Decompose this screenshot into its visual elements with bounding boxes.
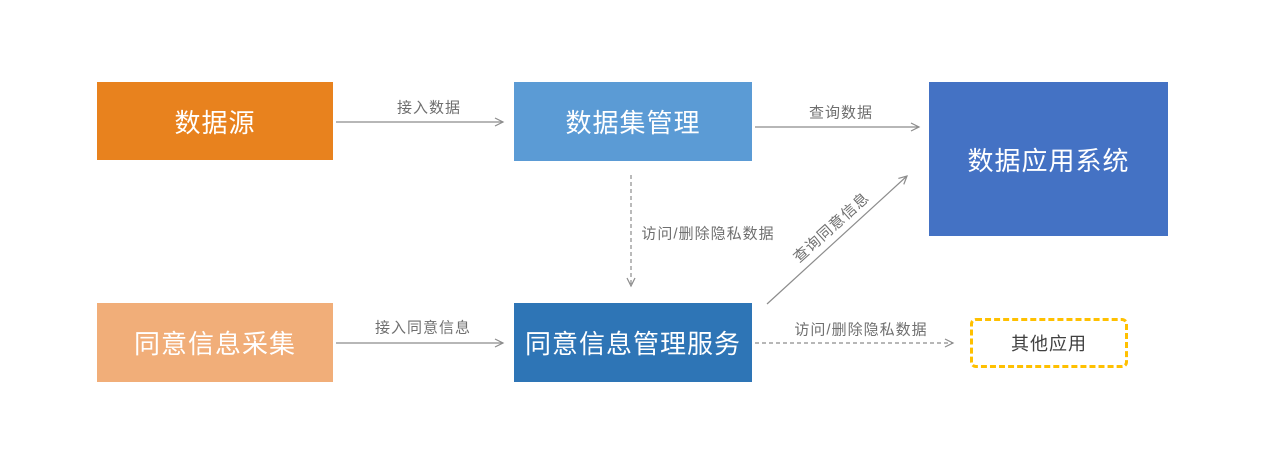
node-consent-info-collection-label: 同意信息采集 (133, 329, 296, 359)
node-other-applications: 其他应用 (970, 318, 1128, 368)
edge-label-query-data: 查询数据 (808, 104, 874, 122)
node-data-source: 数据源 (97, 82, 333, 160)
node-data-source-label: 数据源 (174, 107, 256, 138)
node-consent-info-management-service: 同意信息管理服务 (514, 303, 752, 382)
node-dataset-management: 数据集管理 (514, 82, 752, 161)
edge-label-access-data: 接入数据 (396, 99, 462, 117)
node-dataset-management-label: 数据集管理 (565, 108, 701, 138)
arrow-query-consent (766, 175, 908, 305)
edge-label-access-delete-private-data-right: 访问/删除隐私数据 (794, 321, 928, 339)
node-consent-info-management-service-label: 同意信息管理服务 (524, 329, 741, 359)
edge-label-access-delete-private-data-mid: 访问/删除隐私数据 (641, 225, 775, 243)
edge-label-access-consent-info: 接入同意信息 (374, 319, 472, 337)
node-data-application-system-label: 数据应用系统 (967, 145, 1130, 176)
node-consent-info-collection: 同意信息采集 (97, 303, 333, 382)
node-data-application-system: 数据应用系统 (929, 82, 1168, 236)
node-other-applications-label: 其他应用 (1011, 334, 1087, 354)
